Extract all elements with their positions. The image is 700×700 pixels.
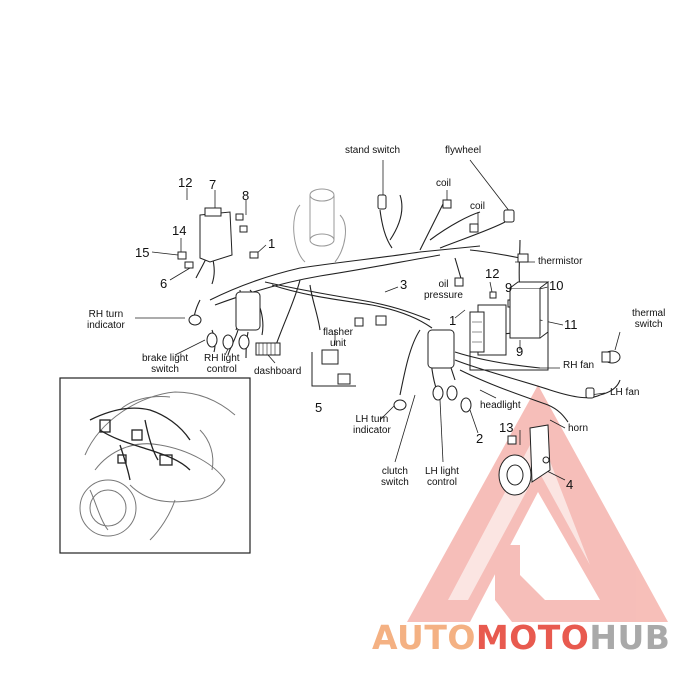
part-number-1-mid: 1 [449,313,457,328]
harness-lines [193,188,621,423]
part-number-10: 10 [549,278,564,293]
label-rh-turn-indicator: RH turn indicator [87,309,125,331]
watermark-hub: HUB [589,618,671,657]
watermark-logo-text: AUTOMOTOHUB [372,618,670,658]
part-number-4: 4 [566,477,574,492]
label-horn: horn [568,423,589,434]
label-brake-light-switch: brake light switch [142,353,189,375]
part-number-12-right: 12 [485,266,500,281]
part-number-13: 13 [499,420,514,435]
part-number-9-bottom: 9 [516,344,524,359]
part-number-12-top: 12 [178,175,193,190]
part-number-14: 14 [172,223,187,238]
label-dashboard: dashboard [254,366,302,377]
watermark-triangle [407,385,668,622]
part-number-3: 3 [400,277,408,292]
watermark-auto: AUTO [372,618,476,657]
label-coil-2: coil [470,201,486,212]
label-flasher-unit: flasher unit [323,327,354,349]
label-stand-switch: stand switch [345,145,401,156]
label-oil-pressure: oil pressure [424,279,463,301]
label-headlight: headlight [480,400,521,411]
watermark-moto: MOTO [475,618,590,657]
label-rh-fan: RH fan [563,360,595,371]
label-flywheel: flywheel [445,145,482,156]
label-thermistor: thermistor [538,256,583,267]
part-number-11: 11 [564,317,578,332]
part-number-1-top: 1 [268,236,276,251]
part-number-7: 7 [209,177,217,192]
label-coil-1: coil [436,178,452,189]
label-thermal-switch: thermal switch [632,308,666,330]
components [177,194,621,496]
label-clutch-switch: clutch switch [381,466,409,488]
label-lh-turn-indicator: LH turn indicator [353,414,391,436]
label-lh-fan: LH fan [610,387,640,398]
part-number-9-top: 9 [505,280,513,295]
part-number-8: 8 [242,188,250,203]
part-number-2: 2 [476,431,484,446]
part-number-6: 6 [160,276,168,291]
part-number-5: 5 [315,400,323,415]
leader-lines [135,159,621,481]
label-rh-light-control: RH light control [204,353,240,375]
label-lh-light-control: LH light control [425,466,459,488]
part-number-15: 15 [135,245,150,260]
inset-motorcycle [59,377,251,554]
